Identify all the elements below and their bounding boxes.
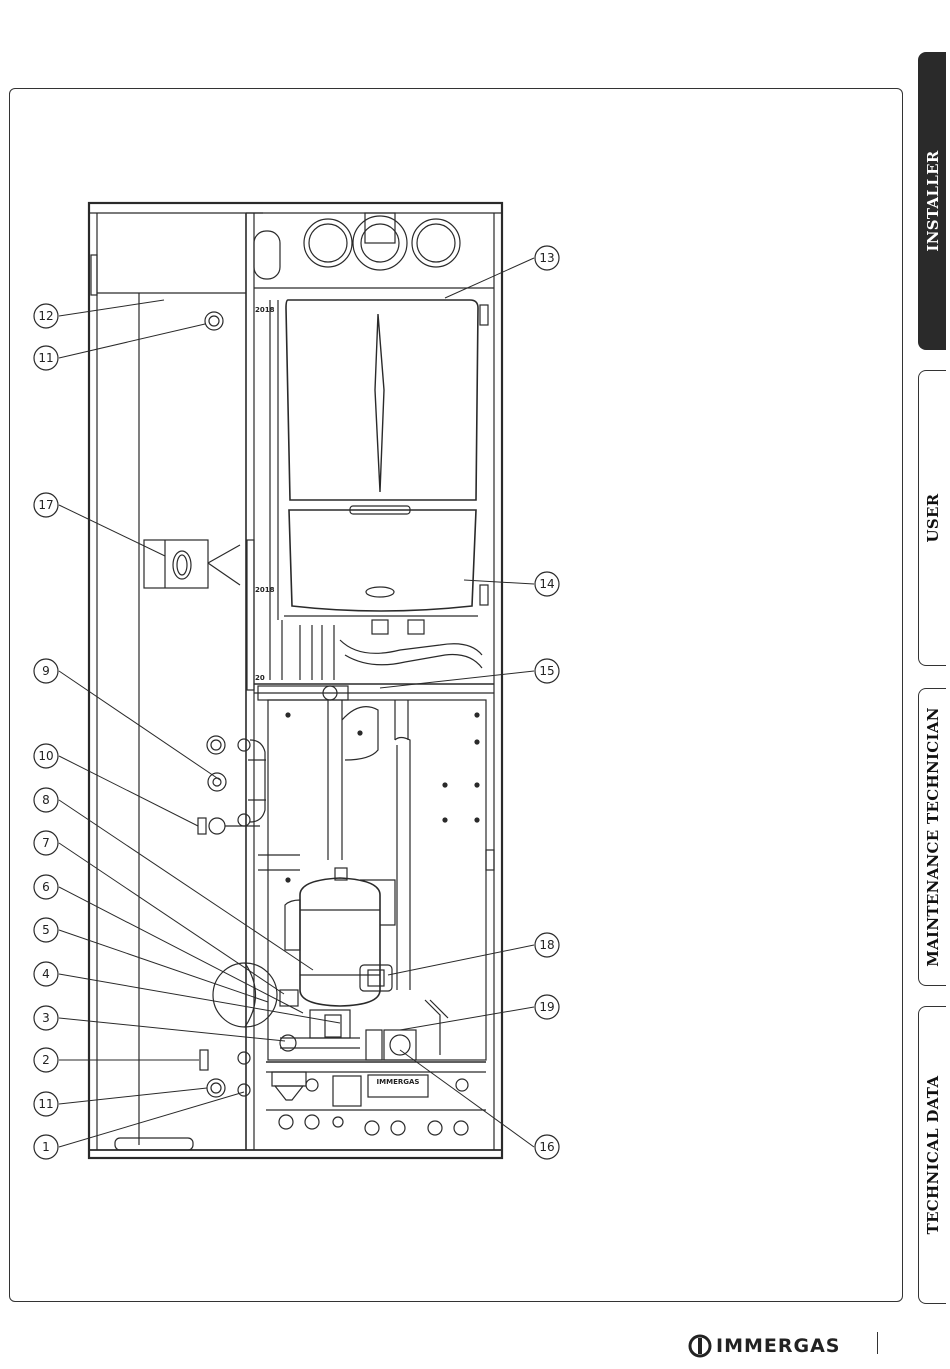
callout-18: 18 xyxy=(539,938,554,952)
flue-section xyxy=(254,213,494,288)
callout-17: 17 xyxy=(38,498,53,512)
callout-16: 16 xyxy=(539,1140,554,1154)
callout-19: 19 xyxy=(539,1000,554,1014)
boiler-badge-text: IMMERGAS xyxy=(377,1078,420,1086)
expansion-vessel xyxy=(285,868,395,1006)
callout-8: 8 xyxy=(42,793,50,807)
safety-valve-assembly xyxy=(213,963,448,1060)
year-label-low: 20 xyxy=(255,674,265,682)
callout-9: 9 xyxy=(42,664,50,678)
side-fittings xyxy=(198,312,260,1097)
detail-17-bracket xyxy=(144,540,240,588)
year-label-top: 2018 xyxy=(255,306,275,314)
callout-12: 12 xyxy=(38,309,53,323)
pipework-upper xyxy=(254,620,494,700)
year-label-mid: 2018 xyxy=(255,586,275,594)
callout-1: 1 xyxy=(42,1140,50,1154)
bottom-panel xyxy=(266,1062,486,1135)
callout-11-lower: 11 xyxy=(38,1097,53,1111)
left-compartment xyxy=(91,213,263,1150)
callout-14: 14 xyxy=(539,577,554,591)
brand-logo: IMMERGAS xyxy=(688,1333,840,1359)
brand-logo-icon xyxy=(688,1334,712,1358)
footer-divider xyxy=(877,1332,878,1354)
brand-name: IMMERGAS xyxy=(716,1335,840,1357)
callout-6: 6 xyxy=(42,880,50,894)
callout-7: 7 xyxy=(42,836,50,850)
callout-circles xyxy=(34,246,559,1159)
callout-15: 15 xyxy=(539,664,554,678)
callout-5: 5 xyxy=(42,923,50,937)
callout-2: 2 xyxy=(42,1053,50,1067)
callout-11-upper: 11 xyxy=(38,351,53,365)
callout-13: 13 xyxy=(539,251,554,265)
callout-10: 10 xyxy=(38,749,53,763)
leader-lines xyxy=(59,258,534,1147)
boiler-unit xyxy=(270,300,488,620)
callout-3: 3 xyxy=(42,1011,50,1025)
callout-4: 4 xyxy=(42,967,50,981)
